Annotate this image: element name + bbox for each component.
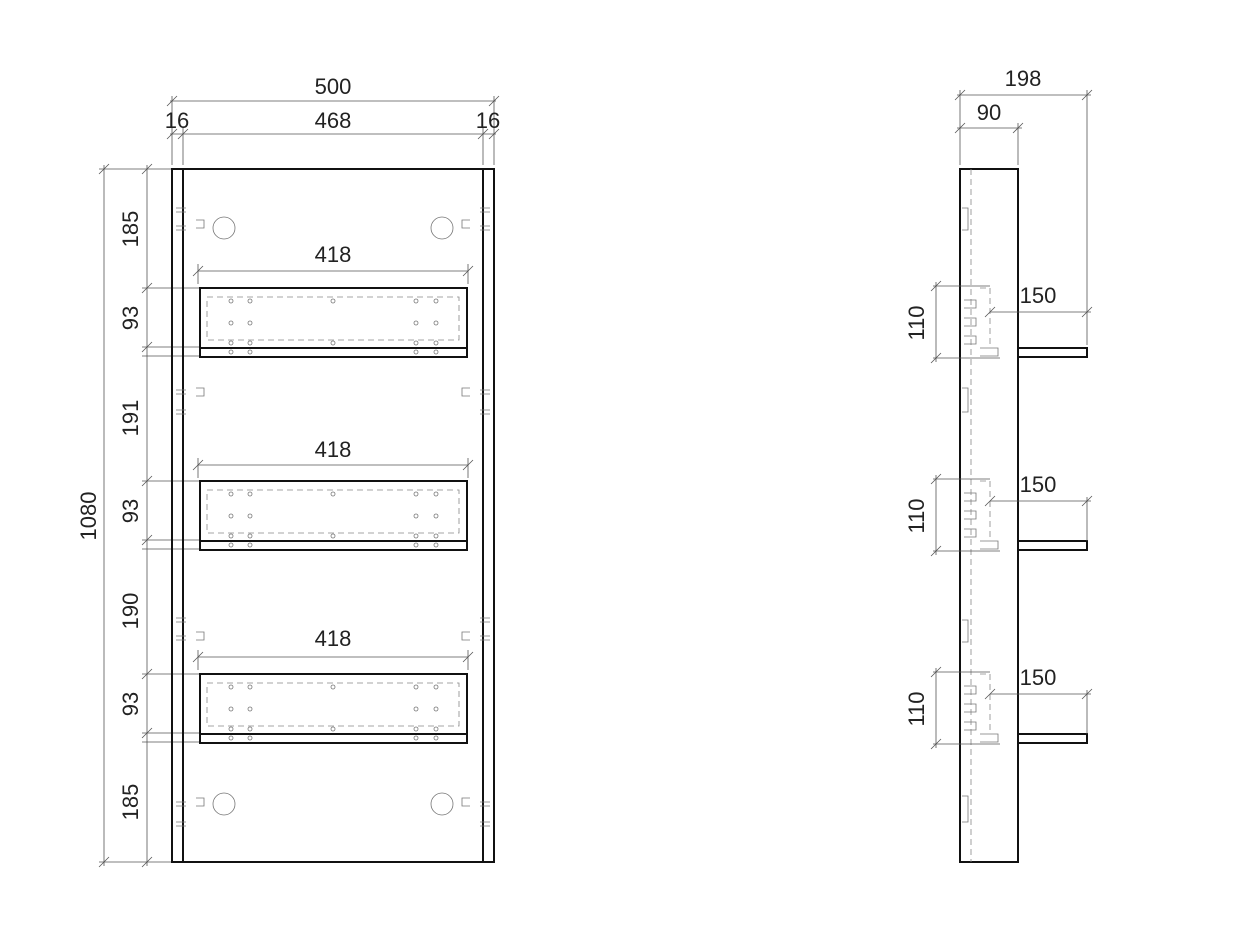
inner-width-label: 468 xyxy=(315,108,352,133)
drawer-1-extension-label: 150 xyxy=(1020,283,1057,308)
overall-depth-label: 198 xyxy=(1005,66,1042,91)
front-left-dimensions: 1080 185 93 191 93 190 93 185 xyxy=(76,163,200,868)
front-drawer-2: 418 xyxy=(192,437,474,551)
right-side-thickness-label: 16 xyxy=(476,108,500,133)
segment-gap-1-label: 191 xyxy=(118,400,143,437)
side-drawer-1: 110 150 xyxy=(904,280,1093,364)
front-fittings xyxy=(176,207,490,827)
segment-drawer-2-label: 93 xyxy=(118,499,143,523)
drawer-3-extension-label: 150 xyxy=(1020,665,1057,690)
cabinet-depth-label: 90 xyxy=(977,100,1001,125)
front-drawer-1: 418 xyxy=(192,242,474,358)
segment-drawer-3-label: 93 xyxy=(118,692,143,716)
overall-height-label: 1080 xyxy=(76,492,101,541)
front-drawer-3: 418 xyxy=(192,626,474,744)
drawer-1-height-label: 110 xyxy=(904,305,929,340)
side-cabinet-body xyxy=(959,168,1019,863)
drawer-2-width-label: 418 xyxy=(315,437,352,462)
side-drawer-2: 110 150 xyxy=(904,472,1093,557)
drawer-2-height-label: 110 xyxy=(904,498,929,533)
overall-width-label: 500 xyxy=(315,74,352,99)
side-view: 198 90 110 150 xyxy=(904,66,1093,863)
segment-gap-2-label: 190 xyxy=(118,593,143,630)
segment-top-label: 185 xyxy=(118,211,143,248)
left-side-thickness-label: 16 xyxy=(165,108,189,133)
drawer-1-width-label: 418 xyxy=(315,242,352,267)
front-top-dimensions: 500 468 16 16 xyxy=(165,74,500,165)
side-drawer-3: 110 150 xyxy=(904,665,1093,750)
segment-bottom-label: 185 xyxy=(118,784,143,821)
side-top-dimensions: 198 90 xyxy=(954,66,1093,345)
front-view: 500 468 16 16 xyxy=(76,74,500,868)
drawer-3-width-label: 418 xyxy=(315,626,352,651)
drawer-2-extension-label: 150 xyxy=(1020,472,1057,497)
segment-drawer-1-label: 93 xyxy=(118,306,143,330)
drawer-3-height-label: 110 xyxy=(904,691,929,726)
front-cabinet-body xyxy=(171,168,495,863)
